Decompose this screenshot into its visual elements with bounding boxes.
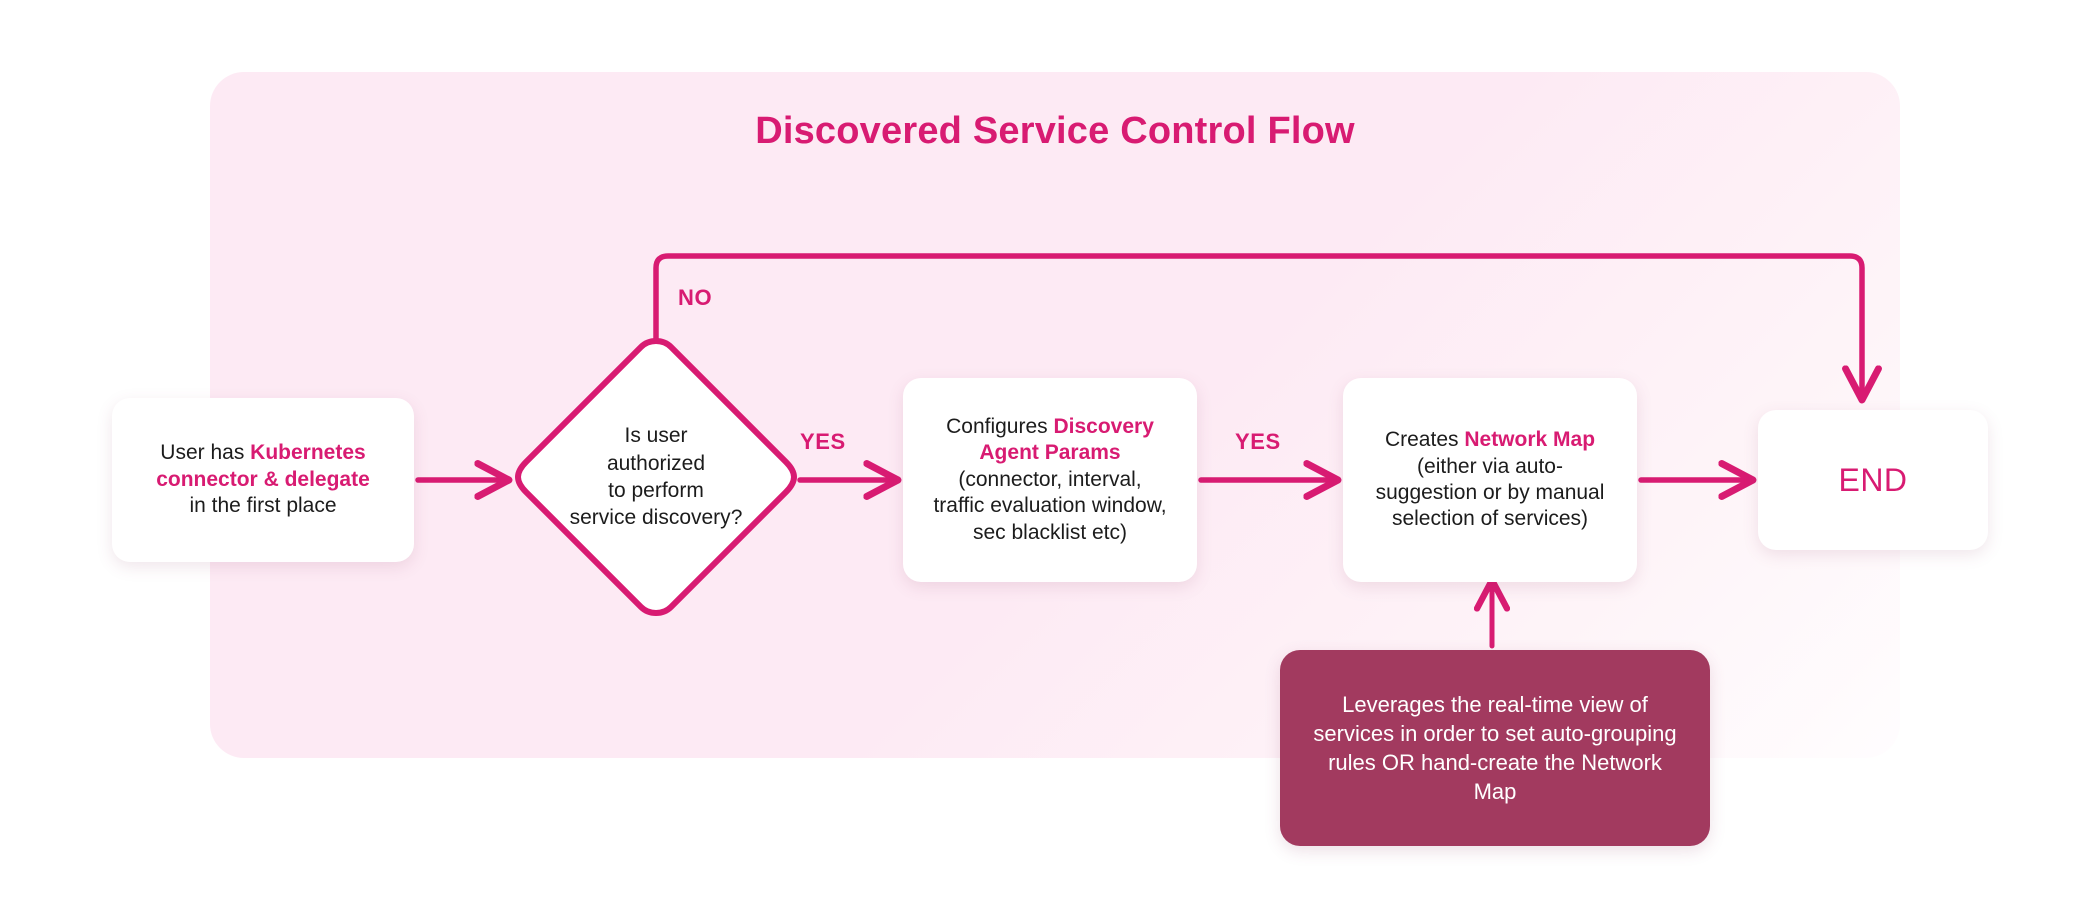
text-run: ? bbox=[730, 506, 743, 530]
node-params-line-1: Configures Discovery bbox=[933, 414, 1166, 440]
node-note[interactable]: Leverages the real-time view of services… bbox=[1280, 650, 1710, 846]
node-note-text: Leverages the real-time view of services… bbox=[1313, 691, 1677, 805]
node-map-line-2: (either via auto- bbox=[1417, 454, 1563, 478]
node-start-text: User has Kubernetes connector & delegate… bbox=[156, 440, 370, 519]
page-title: Discovered Service Control Flow bbox=[755, 110, 1355, 152]
node-params-text: Configures Discovery Agent Params (conne… bbox=[933, 414, 1166, 546]
node-start-line-2: connector & delegate bbox=[156, 467, 370, 491]
node-decision-line-2: authorized bbox=[606, 451, 706, 475]
text-run-highlight: Kubernetes bbox=[250, 441, 366, 465]
node-start-line-1: User has Kubernetes bbox=[156, 440, 370, 466]
node-start-line-3: in the first place bbox=[189, 494, 337, 518]
node-decision-line-4: service discovery? bbox=[570, 504, 743, 531]
edge-label-yes-2: YES bbox=[1235, 429, 1281, 454]
node-params[interactable]: Configures Discovery Agent Params (conne… bbox=[903, 378, 1197, 582]
node-map-line-4: selection of services) bbox=[1391, 507, 1589, 531]
node-decision-text: Is user authorized to perform service di… bbox=[544, 337, 768, 617]
node-end[interactable]: END bbox=[1758, 410, 1988, 550]
text-run-highlight: Network Map bbox=[1464, 428, 1596, 452]
edge-label-yes-1: YES bbox=[800, 429, 846, 454]
text-run: User has bbox=[160, 441, 251, 465]
node-map-line-1: Creates Network Map bbox=[1376, 427, 1605, 453]
text-run-highlight: service discovery bbox=[569, 506, 731, 530]
text-run-highlight: Discovery bbox=[1053, 414, 1154, 438]
node-map-line-3: suggestion or by manual bbox=[1375, 481, 1605, 504]
node-decision[interactable]: Is user authorized to perform service di… bbox=[516, 337, 796, 617]
node-params-line-5: sec blacklist etc) bbox=[972, 520, 1128, 544]
node-end-label: END bbox=[1838, 461, 1908, 498]
node-map-text: Creates Network Map (either via auto- su… bbox=[1376, 427, 1605, 533]
node-map[interactable]: Creates Network Map (either via auto- su… bbox=[1343, 378, 1637, 582]
edge-label-no: NO bbox=[678, 285, 713, 310]
text-run: Configures bbox=[946, 414, 1054, 438]
node-params-line-3: (connector, interval, bbox=[958, 467, 1142, 491]
node-decision-line-3: to perform bbox=[608, 479, 704, 502]
text-run: Creates bbox=[1384, 428, 1465, 452]
node-decision-line-1: Is user bbox=[624, 424, 688, 448]
node-start[interactable]: User has Kubernetes connector & delegate… bbox=[112, 398, 414, 562]
node-params-line-4: traffic evaluation window, bbox=[933, 494, 1167, 518]
node-params-line-2: Agent Params bbox=[979, 441, 1121, 465]
